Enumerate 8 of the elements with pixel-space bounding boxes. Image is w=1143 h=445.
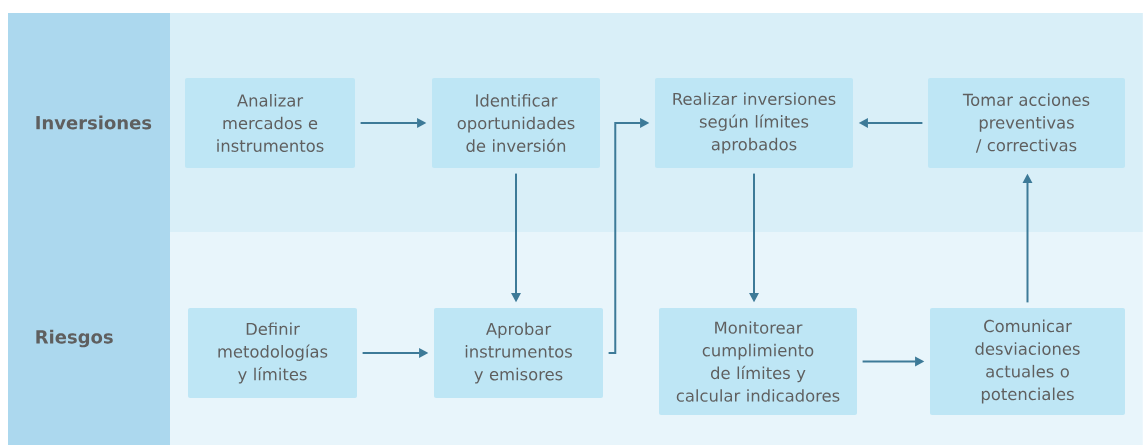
process-box: Analizar mercados e instrumentos xyxy=(185,78,355,168)
process-box: Realizar inversiones según límites aprobados xyxy=(655,78,853,168)
process-box: Monitorear cumplimiento de límites y calcular indicadores xyxy=(659,308,857,415)
process-box: Identificar oportunidades de inversión xyxy=(432,78,600,168)
process-box: Definir metodologías y límites xyxy=(188,308,357,398)
process-box: Tomar acciones preventivas / correctivas xyxy=(928,78,1125,168)
process-box: Aprobar instrumentos y emisores xyxy=(434,308,603,398)
process-box: Comunicar desviaciones actuales o potenciales xyxy=(930,308,1125,415)
